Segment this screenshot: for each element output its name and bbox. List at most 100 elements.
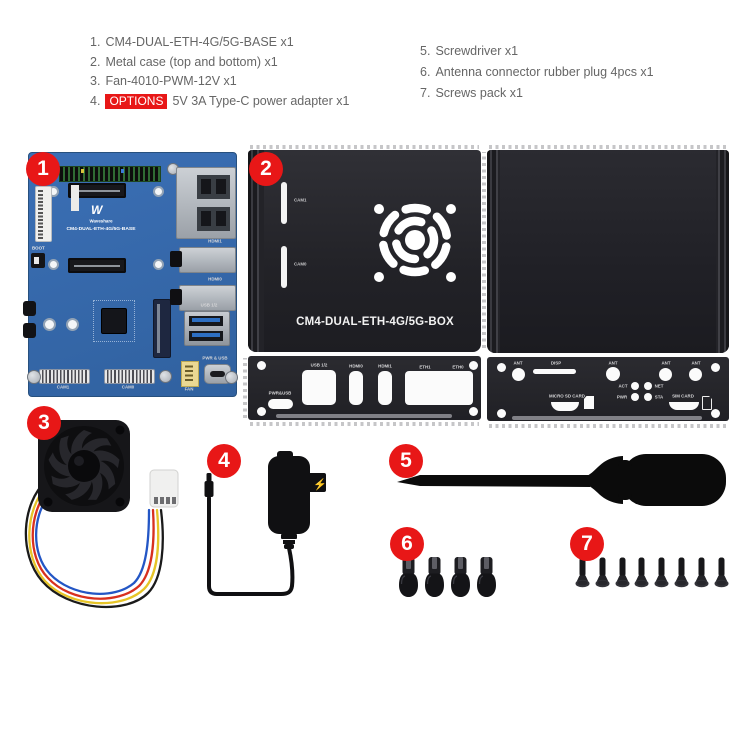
- list-item: 3. Fan-4010-PWM-12V x1: [90, 72, 349, 92]
- panel-lip: [512, 416, 702, 420]
- brand-logo: W: [91, 203, 103, 217]
- ant-hole: [606, 367, 620, 381]
- sim-card-icon: [702, 396, 712, 410]
- list-item: 6.Antenna connector rubber plug 4pcs x1: [420, 62, 654, 83]
- item-number: 1.: [90, 35, 101, 49]
- item-number: 2.: [90, 54, 101, 69]
- screw: [575, 557, 590, 588]
- usb12-cutout-label: USB 1/2: [310, 362, 328, 368]
- item-text: Fan-4010-PWM-12V x1: [105, 74, 237, 88]
- chip: [101, 308, 127, 334]
- gpio-pin-yellow: [81, 169, 84, 173]
- usbc-opening: [210, 371, 225, 377]
- led-hole: [631, 393, 639, 401]
- port-slot: [216, 211, 226, 226]
- case-fin-edge: [250, 145, 479, 149]
- usb12-label: USB 1/2: [200, 302, 218, 308]
- case-side-rail: [716, 150, 729, 353]
- marker-6: 6: [390, 527, 424, 561]
- parts-list-left: 1.CM4-DUAL-ETH-4G/5G-BASE x1 2.Metal cas…: [90, 33, 349, 111]
- rear-panel: ANT DISP ANT ANT ANT ACT NET PWR STA MIC…: [487, 357, 729, 421]
- case-cam0-label: CAM0: [294, 261, 307, 267]
- panel-screw-hole: [497, 409, 506, 418]
- list-item: 2. Metal case (top and bottom) x1: [90, 53, 349, 73]
- cam1-label: CAM1: [56, 384, 70, 390]
- screwdriver-collar: [587, 456, 623, 504]
- screw-head: [27, 370, 41, 384]
- brand-name: Waveshare: [89, 218, 113, 224]
- screw: [674, 557, 689, 588]
- ant-hole: [689, 368, 702, 381]
- hdmi0-cutout: [349, 371, 363, 405]
- screw: [694, 557, 709, 588]
- cam0-label: CAM0: [121, 384, 135, 390]
- port-slot: [216, 179, 226, 194]
- hdmi0-opening: [170, 289, 182, 305]
- ant-hole: [512, 368, 525, 381]
- board-name: CM4-DUAL-ETH-4G/5G-BASE: [66, 225, 136, 231]
- fan-wires: [24, 479, 164, 609]
- pwr-usb-label: PWR & USB: [202, 355, 228, 361]
- ethernet-ports: [176, 167, 236, 239]
- panel-screw-hole: [469, 407, 478, 416]
- screwdriver-handle: [622, 454, 726, 506]
- panel-screw-hole: [257, 361, 266, 370]
- panel-screw-hole: [469, 361, 478, 370]
- usb3-opening: [189, 316, 223, 326]
- ant-label: ANT: [608, 360, 618, 366]
- hdmi1-port: [179, 247, 236, 273]
- fan-connector-pins: [185, 365, 193, 381]
- hdmi1-opening: [170, 251, 182, 267]
- hdmi0-label: HDMI0: [208, 276, 222, 282]
- marker-2: 2: [249, 152, 283, 186]
- fan-plug: [149, 469, 179, 508]
- cam1-slot: [281, 182, 287, 224]
- screw: [714, 557, 729, 588]
- list-item: 7.Screws pack x1: [420, 83, 654, 104]
- panel-lip: [276, 414, 452, 418]
- adapter-prong: [308, 473, 326, 492]
- disp-connector: [35, 186, 52, 242]
- b2b-connector-top: [68, 183, 126, 198]
- standoff: [66, 318, 79, 331]
- sta-label: STA: [654, 394, 664, 400]
- bolt-icon: ⚡: [313, 478, 327, 491]
- act-label: ACT: [618, 383, 628, 389]
- mount-hole: [48, 259, 59, 270]
- item-text: Screwdriver x1: [435, 44, 519, 58]
- case-fin-edge: [250, 422, 479, 426]
- fan-connector: [181, 361, 199, 387]
- panel-screw-hole: [711, 363, 720, 372]
- ethernet-port-opening: [197, 175, 230, 199]
- cam0-connector: [104, 369, 155, 384]
- item-number: 3.: [90, 74, 101, 88]
- sim-slot: [669, 402, 699, 410]
- screw: [634, 557, 649, 588]
- item-number: 4.: [90, 93, 101, 108]
- gpio-header: [59, 166, 161, 182]
- port-slot: [201, 211, 211, 226]
- usb12-cutout: [302, 370, 336, 405]
- baseboard: W Waveshare CM4-DUAL-ETH-4G/5G-BASE DISP…: [23, 152, 238, 397]
- microsd-slot: [551, 402, 579, 411]
- audio-jack: [23, 323, 36, 338]
- pwr-label: PWR: [616, 394, 628, 400]
- hdmi1-cutout: [378, 371, 392, 405]
- fan-grille-icon: [365, 190, 465, 290]
- case-side-rail: [487, 150, 500, 353]
- item-text: Metal case (top and bottom) x1: [105, 54, 278, 69]
- ant-hole: [659, 368, 672, 381]
- fan-label: FAN: [184, 386, 194, 392]
- case-cam1-label: CAM1: [294, 197, 307, 203]
- screwdriver-shaft: [397, 475, 590, 487]
- pwrusb-cutout: [268, 399, 293, 409]
- power-adapter: ⚡: [196, 438, 356, 608]
- case-top-cover: CAM1 CAM0 CM4-DUAL-ETH-4G/5G-BOX: [248, 150, 481, 352]
- boot-switch-knob: [34, 257, 39, 264]
- marker-4: 4: [207, 444, 241, 478]
- b2b-connector-bottom: [68, 258, 126, 273]
- mount-hole: [153, 186, 164, 197]
- screwdriver: [382, 438, 732, 518]
- ant-label: ANT: [661, 360, 671, 366]
